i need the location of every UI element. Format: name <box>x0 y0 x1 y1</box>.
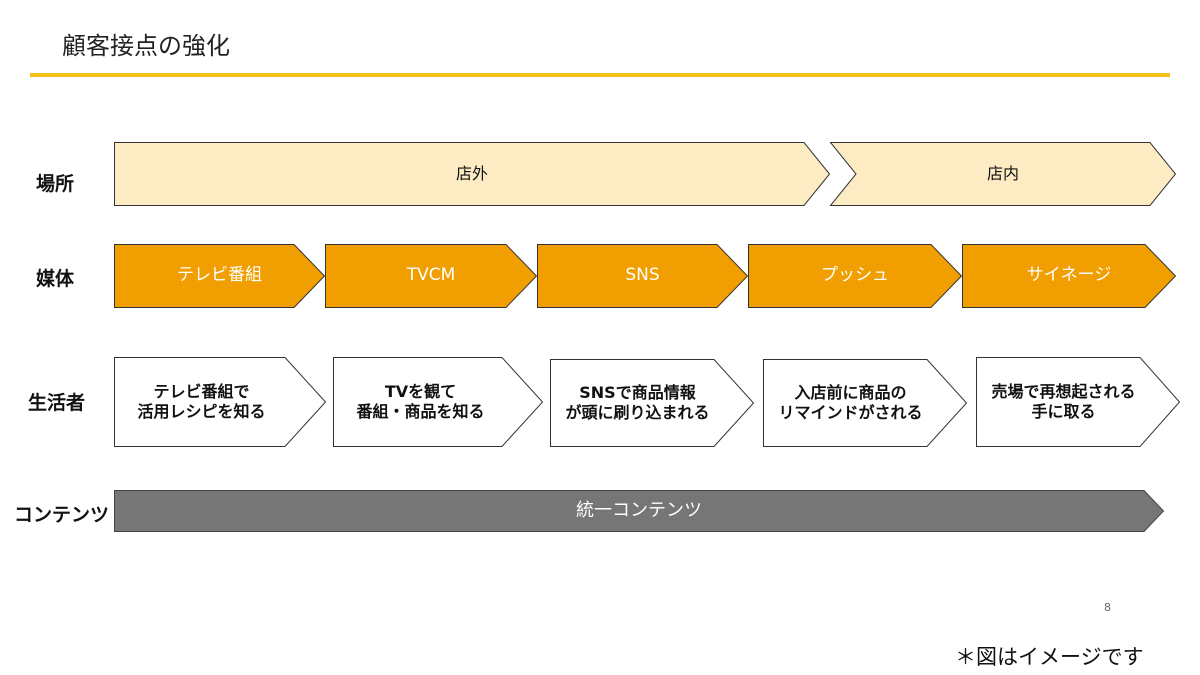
consumer-step-4: 入店前に商品のリマインドがされる <box>763 359 968 447</box>
place-label-outside: 店外 <box>455 164 488 183</box>
row-label-content: コンテンツ <box>14 504 110 526</box>
media-arrow-shape <box>114 244 326 308</box>
consumer-step-4-line1: 入店前に商品の <box>794 383 907 402</box>
media-arrow-sns: SNS <box>537 244 749 308</box>
slide-title: 顧客接点の強化 <box>62 32 230 60</box>
page-number: 8 <box>1104 601 1111 614</box>
consumer-arrow-shape <box>763 359 968 447</box>
media-arrow-shape <box>325 244 538 308</box>
consumer-step-5-text: 売場で再想起される手に取る <box>976 357 1151 447</box>
media-arrow-shape <box>537 244 749 308</box>
media-arrow-shape <box>748 244 963 308</box>
consumer-step-5: 売場で再想起される手に取る <box>976 357 1181 447</box>
row-label-media: 媒体 <box>36 268 75 290</box>
consumer-arrow-shape <box>550 359 755 447</box>
consumer-step-3-line1: SNSで商品情報 <box>579 383 696 402</box>
place-arrow-outside: 店外 <box>114 142 831 206</box>
media-arrow-signage: サイネージ <box>962 244 1177 308</box>
place-label-inside: 店内 <box>986 164 1019 183</box>
media-arrow-tv-program: テレビ番組 <box>114 244 326 308</box>
consumer-step-2-line1: TVを観て <box>384 382 457 401</box>
place-arrow-inside: 店内 <box>829 142 1177 206</box>
consumer-step-5-line2: 手に取る <box>1031 402 1096 421</box>
consumer-step-1-line1: テレビ番組で <box>153 382 250 401</box>
consumer-step-3-line2: が頭に刷り込まれる <box>565 403 710 422</box>
media-label-sns: SNS <box>625 265 660 286</box>
media-label-tv-program: テレビ番組 <box>177 265 262 286</box>
place-arrow-outside-shape <box>114 142 831 206</box>
place-arrow-inside-shape <box>829 142 1177 206</box>
media-label-tvcm: TVCM <box>406 265 456 286</box>
media-label-signage: サイネージ <box>1026 265 1112 286</box>
media-label-push: プッシュ <box>821 265 889 286</box>
consumer-arrow-shape <box>333 357 544 447</box>
consumer-step-1-line2: 活用レシピを知る <box>137 402 266 421</box>
footnote: ＊図はイメージです <box>955 645 1144 669</box>
consumer-step-2: TVを観て番組・商品を知る <box>333 357 544 447</box>
consumer-step-2-line2: 番組・商品を知る <box>356 402 485 421</box>
consumer-step-2-text: TVを観て番組・商品を知る <box>333 357 508 447</box>
media-arrow-tvcm: TVCM <box>325 244 538 308</box>
row-label-consumer: 生活者 <box>28 392 86 414</box>
media-arrow-shape <box>962 244 1177 308</box>
consumer-arrow-shape <box>114 357 327 447</box>
content-label: 統一コンテンツ <box>576 499 702 521</box>
consumer-step-3-text: SNSで商品情報が頭に刷り込まれる <box>550 359 725 447</box>
consumer-step-1-text: テレビ番組で活用レシピを知る <box>114 357 289 447</box>
consumer-arrow-shape <box>976 357 1181 447</box>
title-underline <box>30 73 1170 77</box>
consumer-step-1: テレビ番組で活用レシピを知る <box>114 357 327 447</box>
row-label-place: 場所 <box>36 173 75 195</box>
consumer-step-4-line2: リマインドがされる <box>778 403 923 422</box>
consumer-step-3: SNSで商品情報が頭に刷り込まれる <box>550 359 755 447</box>
media-arrow-push: プッシュ <box>748 244 963 308</box>
content-arrow: 統一コンテンツ <box>114 490 1165 532</box>
content-arrow-shape <box>114 490 1165 532</box>
consumer-step-4-text: 入店前に商品のリマインドがされる <box>763 359 938 447</box>
consumer-step-5-line1: 売場で再想起される <box>991 382 1136 401</box>
